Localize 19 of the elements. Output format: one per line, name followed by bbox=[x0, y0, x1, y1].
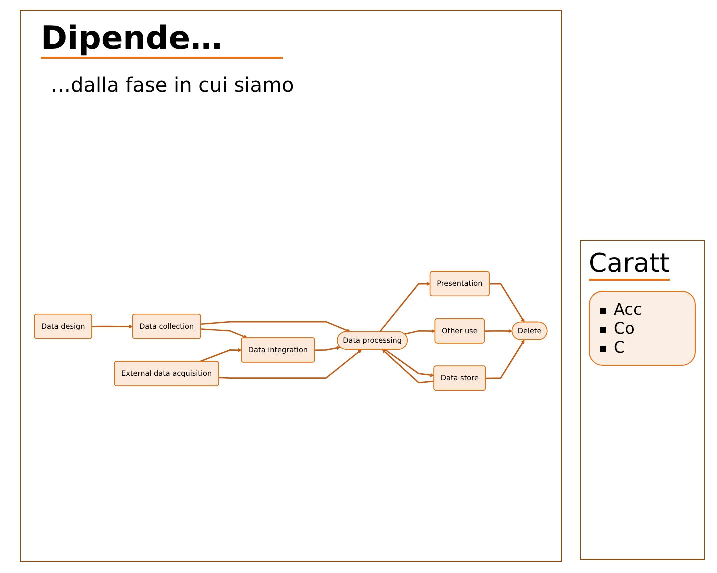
arrow bbox=[315, 346, 341, 351]
arrow bbox=[484, 329, 513, 334]
arrow bbox=[490, 283, 525, 323]
arrow bbox=[486, 340, 525, 380]
slide-title: Dipende… bbox=[41, 19, 283, 59]
arrow bbox=[92, 324, 134, 329]
arrow bbox=[382, 349, 434, 384]
arrow bbox=[379, 282, 431, 332]
bullet-text: C bbox=[614, 338, 626, 357]
slide-title: Caratt bbox=[589, 249, 670, 281]
arrow bbox=[201, 328, 248, 339]
bullet-text: Co bbox=[614, 319, 635, 338]
arrow bbox=[201, 321, 351, 332]
arrow bbox=[219, 349, 362, 379]
arrow bbox=[404, 329, 436, 335]
arrow bbox=[200, 348, 242, 362]
bullet-text: Acc bbox=[614, 300, 642, 319]
slide-subtitle: …dalla fase in cui siamo bbox=[51, 73, 294, 97]
arrow bbox=[384, 349, 434, 378]
